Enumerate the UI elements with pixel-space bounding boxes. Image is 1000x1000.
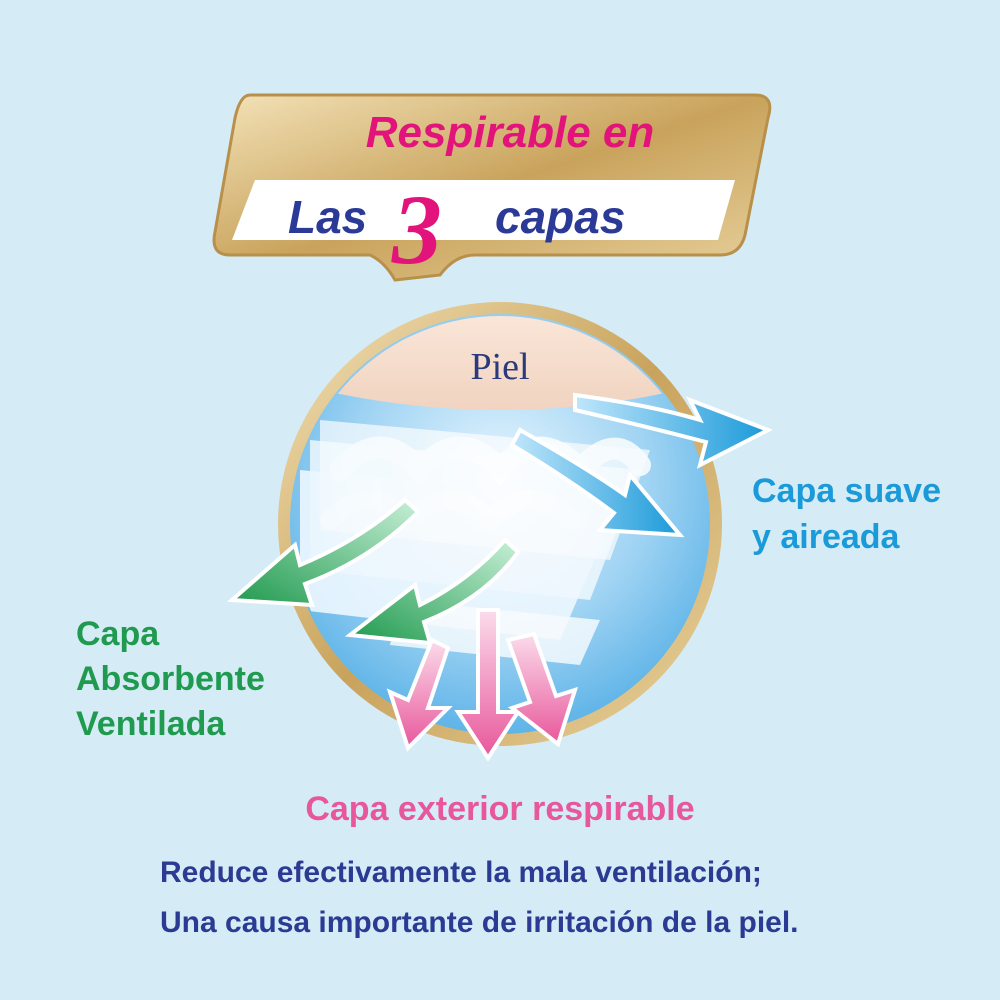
note-line-1: Reduce efectivamente la mala ventilación…	[160, 856, 762, 889]
outer-layer-label: Capa exterior respirable	[305, 790, 695, 828]
absorbent-layer-label: Capa Absorbente Ventilada	[76, 615, 265, 743]
badge-title-las: Las	[288, 191, 368, 243]
skin-label: Piel	[470, 346, 530, 388]
note-line-2: Una causa importante de irritación de la…	[160, 906, 799, 939]
title-badge	[212, 93, 772, 282]
badge-title-line1: Respirable en	[365, 108, 655, 157]
soft-layer-arrows	[509, 392, 773, 538]
badge-title-capas: capas	[495, 191, 626, 243]
badge-title-number: 3	[392, 174, 442, 285]
benefit-note: Reduce efectivamente la mala ventilación…	[160, 848, 799, 948]
absorbent-layer-arrows	[227, 497, 521, 646]
outer-layer-arrows	[386, 608, 579, 762]
soft-layer-label: Capa suave y aireada	[752, 472, 941, 556]
